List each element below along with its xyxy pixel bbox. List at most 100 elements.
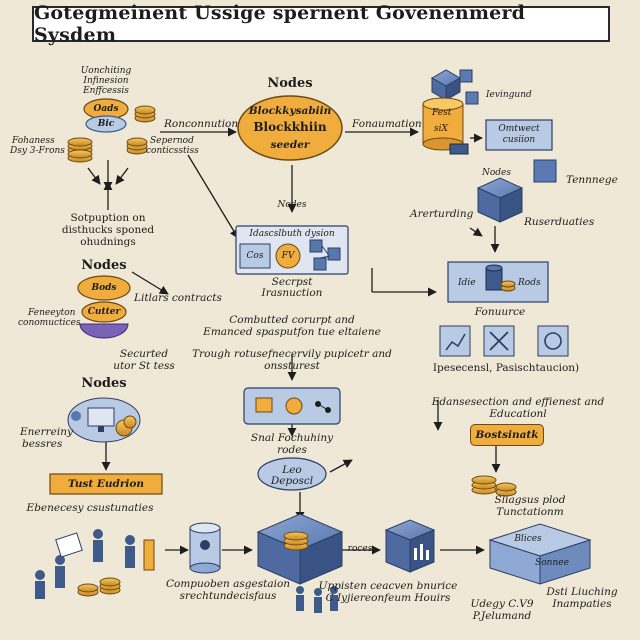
coin-stack-icon bbox=[67, 105, 156, 163]
lm-secured-1: Securted bbox=[119, 348, 169, 360]
tr-card-2: cusiion bbox=[502, 135, 536, 145]
coin-oval-cutter bbox=[81, 301, 127, 323]
rl-para-1: Edansesection and effienest and bbox=[431, 396, 605, 408]
cm-para-1: Combutted corurpt and bbox=[229, 314, 355, 326]
cube-cluster-icon bbox=[430, 69, 479, 105]
mr-card-right: Rods bbox=[518, 278, 541, 288]
panel-coin bbox=[275, 243, 301, 269]
mr-icons-caption: Ipesecensl, Pasischtaucion) bbox=[432, 362, 580, 374]
b-left-caption-1: Compuoben asgestaion bbox=[165, 578, 291, 590]
lm-left-label-1: Feneeyton bbox=[28, 308, 76, 318]
trust-banner bbox=[49, 473, 163, 495]
gold-coins-icon bbox=[471, 475, 517, 497]
ll-left-2: bessres bbox=[22, 438, 63, 450]
cm-panel-mid: FV bbox=[281, 251, 295, 261]
tl-bottom-2: disthucks sponed bbox=[61, 224, 155, 236]
ll-banner: Tust Eudrion bbox=[67, 478, 145, 490]
mr-nodes-label: Nodes bbox=[482, 168, 511, 178]
purple-half-disc bbox=[79, 323, 129, 339]
gold-post bbox=[143, 539, 155, 571]
coin-stack-bottom-icon bbox=[77, 577, 121, 597]
lm-coin-bot: Cutter bbox=[87, 307, 121, 317]
cm-bubble-1: Leo bbox=[282, 464, 302, 476]
computer-icon bbox=[71, 407, 137, 437]
tl-caption-1: Uonchiting bbox=[80, 66, 132, 76]
tr-box-2: siX bbox=[434, 124, 448, 134]
b-mid-label: roces bbox=[347, 544, 373, 554]
mr-left-label: Arerturding bbox=[410, 208, 474, 220]
oval-text-2: Blockkhiin bbox=[253, 120, 327, 134]
network-nodes-icon bbox=[309, 239, 341, 271]
central-nodes-label: Nodes bbox=[267, 76, 313, 91]
storage-cylinder-icon bbox=[189, 522, 221, 574]
b-mid-caption-1: Uppisten ceacven bnurice bbox=[318, 580, 458, 592]
lm-nodes-label: Nodes bbox=[81, 258, 127, 273]
mr-card-left: Idie bbox=[458, 278, 476, 288]
blocks-slab-icon bbox=[488, 523, 592, 585]
database-cylinder-icon bbox=[422, 97, 469, 155]
page-title: Gotegmeinent Ussige spernent Govenenmerd… bbox=[32, 2, 610, 46]
b-far-right-1: Dsti Liuching bbox=[546, 586, 618, 598]
bar-chart-cube-icon bbox=[384, 519, 436, 573]
tl-caption-2: Infinesion bbox=[83, 76, 129, 86]
ll-caption: Ebenecesy csustunaties bbox=[26, 502, 154, 514]
cm-panel-title: Idascslbuth dysion bbox=[249, 229, 335, 239]
tl-left-note-1: Fohaness bbox=[12, 136, 55, 146]
mr-right-label-2: Ruserduaties bbox=[524, 216, 595, 228]
tr-box-1: Fest bbox=[432, 108, 452, 118]
vault-cube-icon bbox=[256, 513, 344, 585]
rl-para-2: Educationl bbox=[489, 408, 547, 420]
cm-caption-1: Secrpst bbox=[271, 276, 313, 288]
central-right-note: Fonaumation bbox=[352, 118, 422, 130]
tr-card-1: Omtwect bbox=[498, 124, 540, 134]
lm-secured-2: utor St tess bbox=[113, 360, 175, 372]
tr-cube-label: Ievingund bbox=[486, 90, 532, 100]
lm-coin-top: Bods bbox=[91, 283, 117, 293]
b-right-caption-1: Udegy C.V9 bbox=[470, 598, 534, 610]
b-left-caption-2: srechtundecisfaus bbox=[179, 590, 277, 602]
b-right-card-2: Sonnee bbox=[535, 558, 569, 568]
cm-para-4: onssturest bbox=[264, 360, 320, 372]
lm-right-label: Litlars contracts bbox=[134, 292, 222, 304]
tl-left-note-2: Dsy 3-Frons bbox=[10, 146, 65, 156]
deposit-bubble bbox=[257, 457, 327, 491]
mr-caption: Fonuurce bbox=[474, 306, 526, 318]
handshake-people-icon bbox=[296, 586, 338, 613]
server-grid-icon bbox=[476, 159, 557, 223]
coin-oval-bods bbox=[77, 275, 131, 301]
cm-panel-left: Cos bbox=[246, 251, 264, 261]
cm-para-2: Emanced spasputfon tue eltaiene bbox=[203, 326, 381, 338]
tl-right-note-1: Sepernod bbox=[150, 136, 194, 146]
central-left-note: Ronconnution bbox=[164, 118, 239, 130]
cm-flow-1: Snal Fochuhiny bbox=[250, 432, 334, 444]
tl-coin-1: Oads bbox=[93, 104, 119, 114]
people-group-icon bbox=[35, 529, 135, 599]
blockchain-oval bbox=[237, 95, 343, 161]
cm-bubble-2: Deposcl bbox=[270, 475, 314, 487]
lm-left-label-2: conomuctices bbox=[18, 318, 81, 328]
b-mid-caption-2: C Iyjiereonfeum Houirs bbox=[325, 592, 451, 604]
mr-right-label: Tennnege bbox=[566, 174, 618, 186]
ll-nodes-label: Nodes bbox=[81, 376, 127, 391]
cm-nodes-label: Nodes bbox=[277, 200, 307, 210]
coin-oval-bottom bbox=[85, 115, 127, 133]
contract-card bbox=[485, 119, 553, 151]
tl-bottom-1: Sotpuption on bbox=[70, 212, 146, 224]
cm-para-3: Trough rotusefnecervily pupicetr and bbox=[192, 348, 392, 360]
rl-caption-2: Tunctationm bbox=[496, 506, 564, 518]
tl-coin-2: Bic bbox=[97, 119, 115, 129]
rl-caption-1: Sliagsus plod bbox=[494, 494, 566, 506]
b-far-right-2: Inampaties bbox=[552, 598, 612, 610]
oval-text-3: seeder bbox=[270, 139, 310, 151]
flow-arrows bbox=[87, 127, 501, 555]
ll-left-1: Enerreiny bbox=[20, 426, 73, 438]
b-right-card-1: Blices bbox=[514, 534, 542, 544]
rl-badge: Bostsinatk bbox=[470, 424, 544, 446]
b-right-caption-2: P.Jelumand bbox=[472, 610, 532, 622]
flow-coin-icons bbox=[255, 397, 331, 415]
cm-flow-2: rodes bbox=[277, 444, 307, 456]
tl-caption-3: Enffcessis bbox=[83, 86, 129, 96]
analytics-icon-tiles bbox=[439, 325, 569, 357]
panel-icon-left bbox=[239, 243, 271, 269]
